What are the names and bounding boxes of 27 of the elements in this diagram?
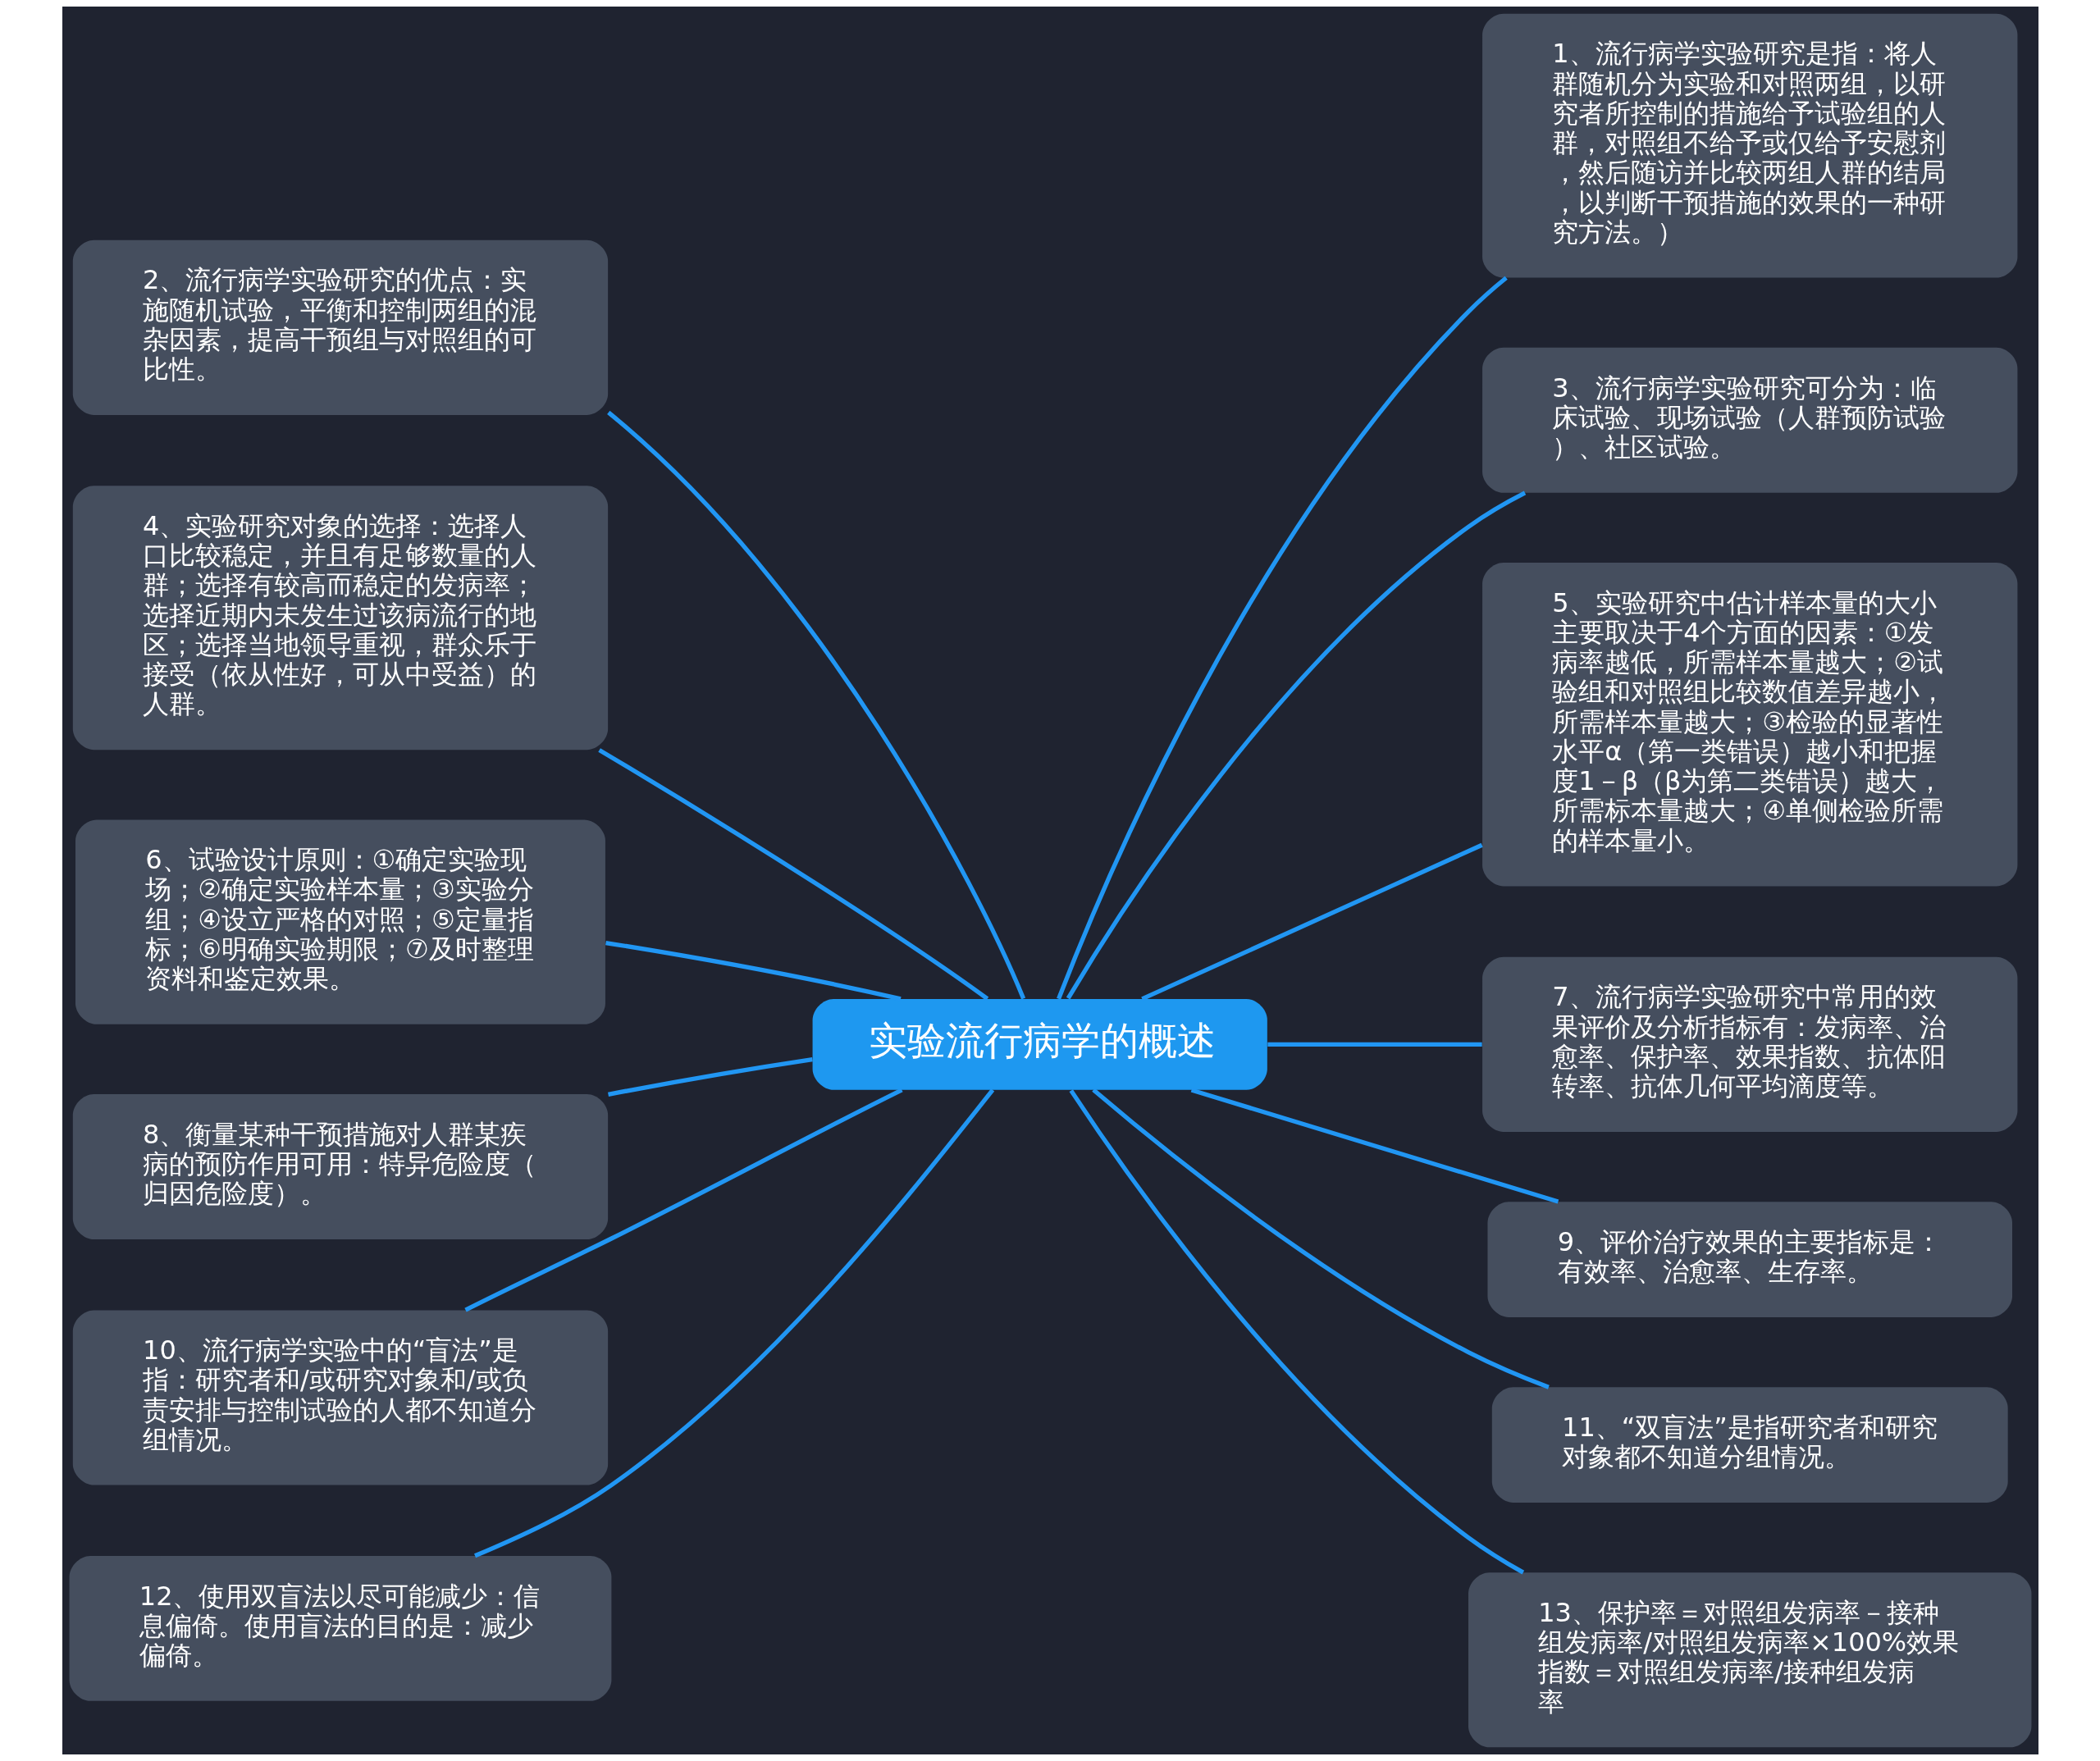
connector: [1190, 1088, 1559, 1204]
connector: [597, 748, 988, 1001]
connector: [606, 410, 1025, 1000]
node-box: 7、流行病学实验研究中常用的效果评价及分析指标有：发病率、治愈率、保护率、效果指数、抗体阳转率、抗体几何平均滴度等。: [1481, 956, 2017, 1132]
node-box: 11、“双盲法”是指研究者和研究对象都不知道分组情况。: [1491, 1387, 2008, 1503]
connector: [1069, 1089, 1524, 1575]
node-box: 6、试验设计原则：①确定实验现场；②确定实验样本量；③实验分组；④设立严格的对照；⑤定量指标；⑥明确实验期限；⑦及时整理资料和鉴定效果。: [75, 819, 605, 1024]
node-box: 5、实验研究中估计样本量的大小主要取决于4个方面的因素：①发病率越低，所需样本量越大；②试验组和对照组比较数值差异越小，所需样本量越大；③检验的显著性水平α（第一类错误）越小和把握度1－β（β为第二类错误）越大，所需标本量越大；④单侧检验所需的样本量小。: [1481, 563, 2017, 887]
node-box: 3、流行病学实验研究可分为：临床试验、现场试验（人群预防试验）、社区试验。: [1481, 347, 2017, 493]
node-box: 1、流行病学实验研究是指：将人群随机分为实验和对照两组，以研究者所控制的措施给予试验组的人群，对照组不给予或仅给予安慰剂，然后随访并比较两组人群的结局，以判断干预措施的效果的一种研究方法。）: [1481, 13, 2017, 278]
connector: [605, 940, 902, 1001]
connector: [463, 1088, 903, 1312]
node-box: 4、实验研究对象的选择：选择人口比较稳定，并且有足够数量的人群；选择有较高而稳定的发病率；选择近期内未发生过该病流行的地区；选择当地领导重视，群众乐于接受（依从性好，可从中受益）的人群。: [72, 486, 608, 750]
connector: [607, 1056, 813, 1097]
node-box: 8、衡量某种干预措施对人群某疾病的预防作用可用：特异危险度（归因危险度）。: [72, 1094, 608, 1240]
connector: [1066, 490, 1526, 1000]
connector: [473, 1088, 994, 1558]
node-box: 实验流行病学的概述: [812, 998, 1267, 1090]
connector: [1140, 842, 1483, 1001]
connector: [1056, 276, 1508, 1000]
node-box: 12、使用双盲法以尽可能减少：信息偏倚。使用盲法的目的是：减少偏倚。: [69, 1555, 611, 1701]
connector: [1267, 1042, 1482, 1047]
node-box: 13、保护率＝对照组发病率－接种组发病率/对照组发病率×100%效果指数＝对照组发病率/接种组发病率: [1468, 1572, 2031, 1748]
node-box: 9、评价治疗效果的主要指标是：有效率、治愈率、生存率。: [1486, 1202, 2012, 1317]
connector: [1091, 1088, 1550, 1389]
node-box: 10、流行病学实验中的“盲法”是指：研究者和/或研究对象和/或负责安排与控制试验的人都不知道分组情况。: [72, 1310, 608, 1485]
node-box: 2、流行病学实验研究的优点：实施随机试验，平衡和控制两组的混杂因素，提高干预组与对照组的可比性。: [72, 240, 608, 415]
